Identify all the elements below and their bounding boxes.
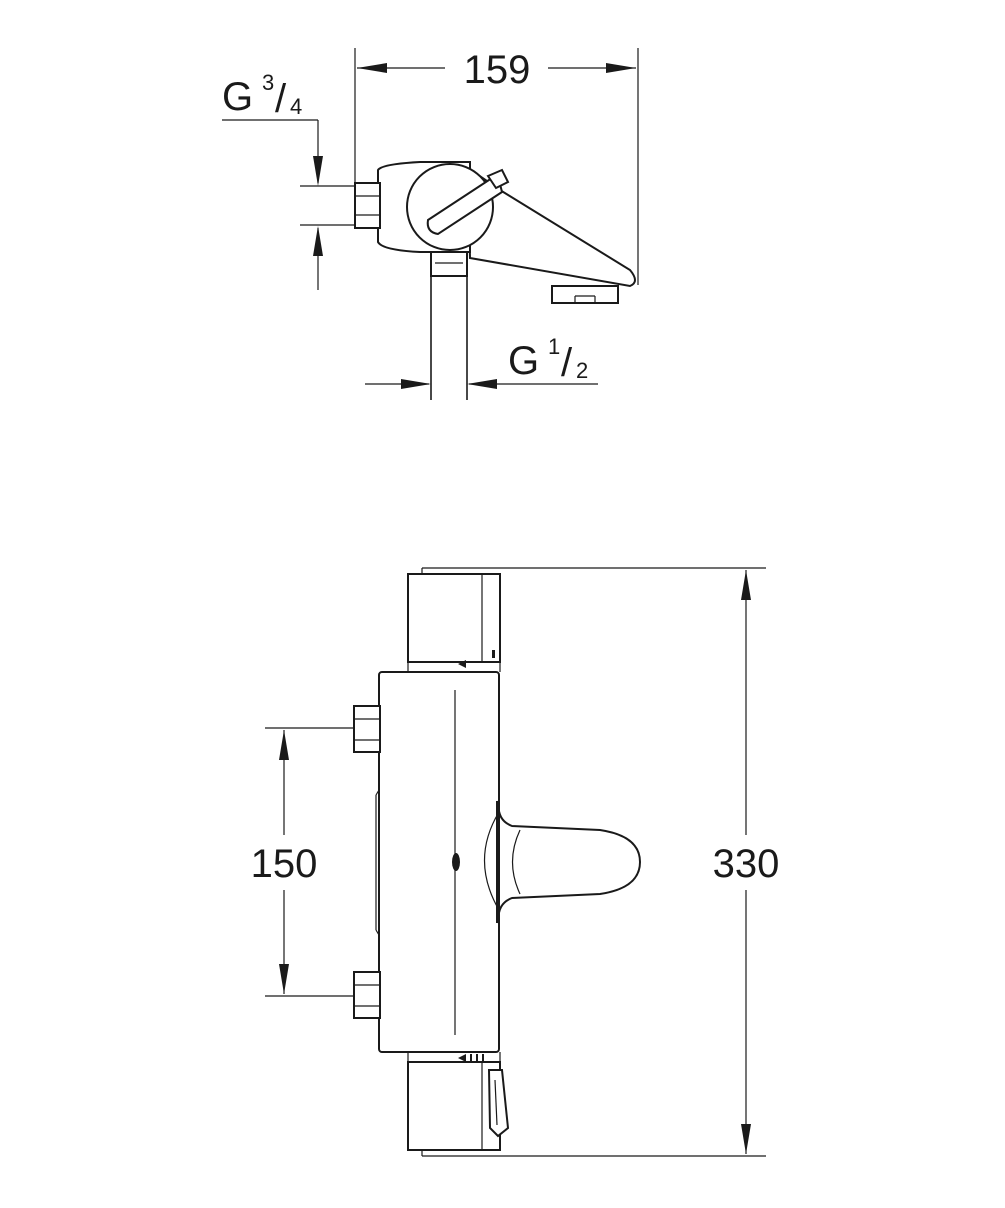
outlet-thread-label: G 1 / 2 [365,334,598,389]
outlet-thread-den: 2 [576,358,588,383]
width-dim-label: 159 [464,48,531,92]
width-dimension: 159 [354,48,639,285]
inlet-thread-num: 3 [262,70,274,95]
top-view: 159 G 3 / 4 [222,48,639,400]
outlet-thread-slash: / [561,341,573,385]
main-body [375,662,501,1062]
height-dimension: 330 [500,567,780,1157]
inlet-thread-den: 4 [290,94,302,119]
fitting-top [354,161,636,400]
outlet-thread-prefix: G [508,339,539,383]
inlet-spacing-dimension: 150 [251,727,355,997]
outlet-thread-num: 1 [548,334,560,359]
inlet-thread-label: G 3 / 4 [222,70,355,290]
upper-inlet-nut [353,705,381,753]
top-cap [407,567,501,668]
height-dim-label: 330 [713,842,780,886]
inlet-spacing-dim-label: 150 [251,842,318,886]
spout-front [484,799,642,925]
bottom-cap [407,1054,510,1157]
front-view: 330 150 [251,567,780,1157]
inlet-thread-prefix: G [222,75,253,119]
inlet-thread-slash: / [275,77,287,121]
lower-inlet-nut [353,971,381,1019]
